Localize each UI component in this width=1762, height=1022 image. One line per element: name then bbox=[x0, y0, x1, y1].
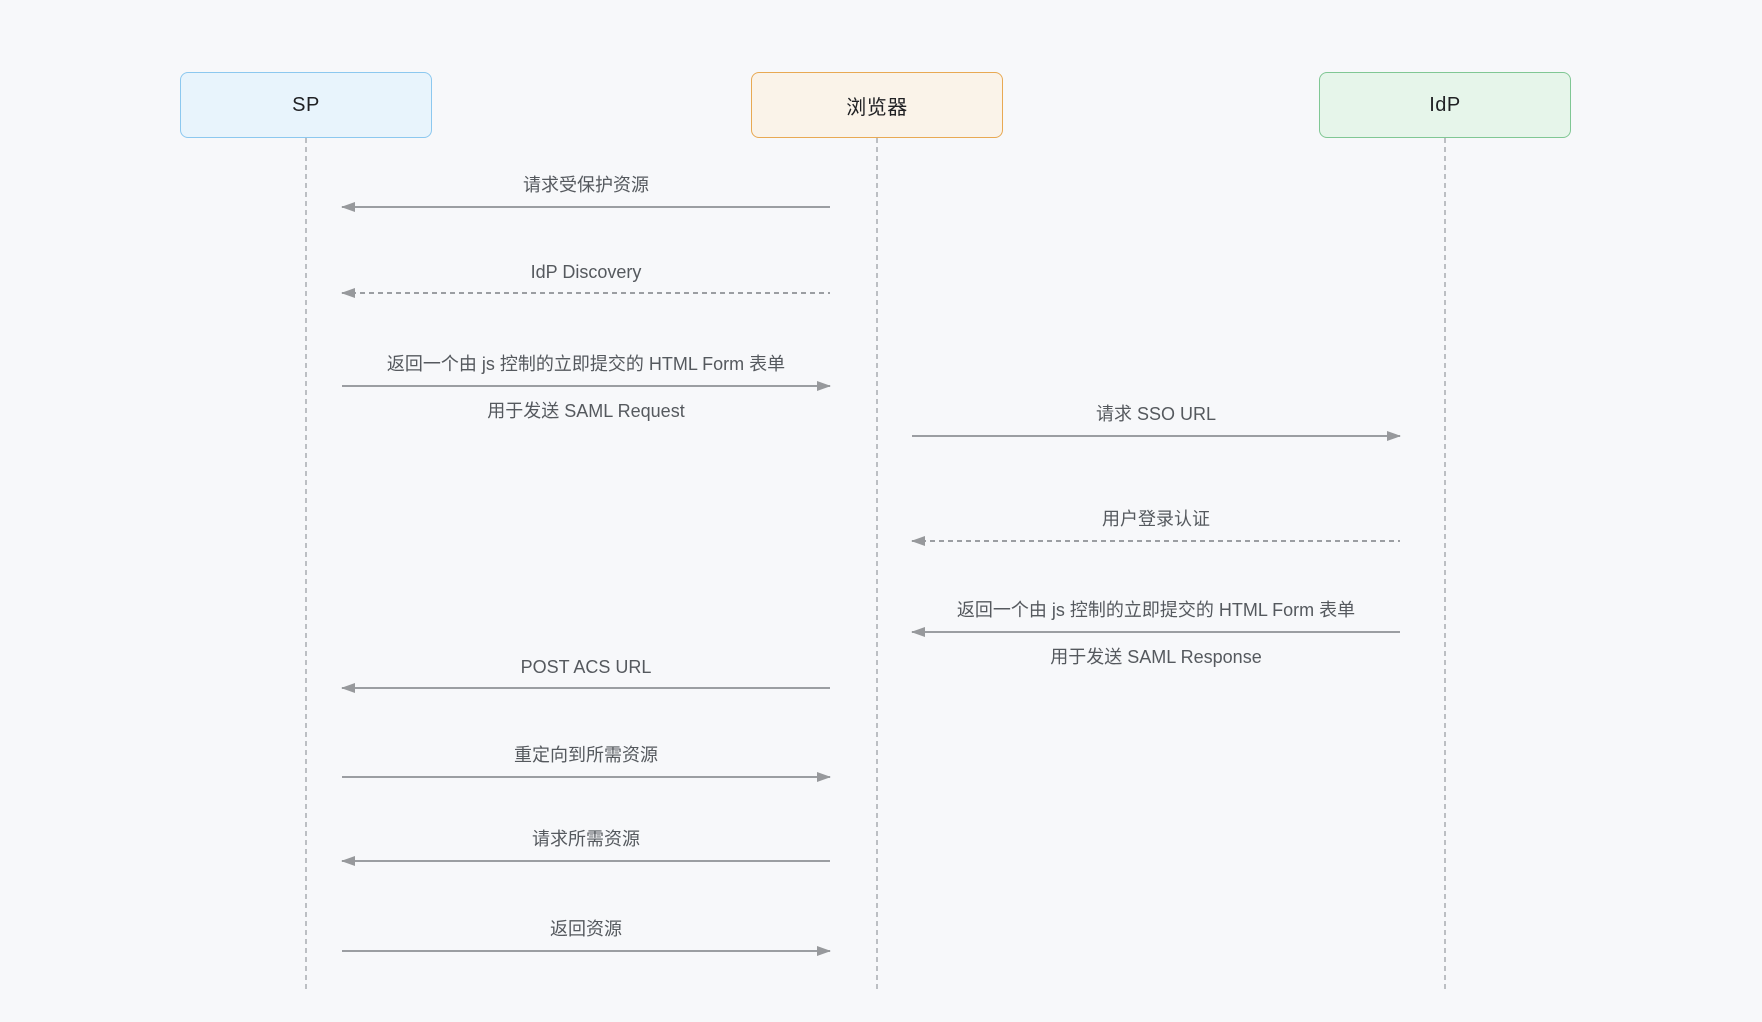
arrowhead-left-icon bbox=[911, 627, 925, 637]
message-line bbox=[342, 385, 830, 387]
lifeline-idp bbox=[1444, 138, 1446, 993]
message-line bbox=[912, 435, 1400, 437]
message-label: 返回一个由 js 控制的立即提交的 HTML Form 表单 bbox=[386, 354, 786, 374]
message-label: 返回一个由 js 控制的立即提交的 HTML Form 表单 bbox=[956, 600, 1356, 620]
arrowhead-left-icon bbox=[341, 288, 355, 298]
arrowhead-right-icon bbox=[1387, 431, 1401, 441]
message-line bbox=[912, 540, 1400, 542]
message-label: 请求所需资源 bbox=[532, 829, 640, 849]
arrowhead-left-icon bbox=[341, 856, 355, 866]
actor-box-idp: IdP bbox=[1319, 72, 1571, 138]
actor-box-browser: 浏览器 bbox=[751, 72, 1003, 138]
arrowhead-left-icon bbox=[911, 536, 925, 546]
message-label: 返回资源 bbox=[550, 919, 622, 939]
message-line bbox=[912, 631, 1400, 633]
message-line bbox=[342, 776, 830, 778]
message-label: POST ACS URL bbox=[520, 657, 652, 677]
message-label: 用户登录认证 bbox=[1102, 509, 1210, 529]
lifeline-sp bbox=[305, 138, 307, 993]
arrowhead-right-icon bbox=[817, 946, 831, 956]
message-line bbox=[342, 860, 830, 862]
message-label: 请求 SSO URL bbox=[1095, 404, 1217, 424]
lifeline-browser bbox=[876, 138, 878, 993]
message-label: 请求受保护资源 bbox=[523, 175, 649, 195]
arrowhead-right-icon bbox=[817, 381, 831, 391]
message-label: 重定向到所需资源 bbox=[514, 745, 658, 765]
message-label: IdP Discovery bbox=[530, 262, 642, 282]
message-sublabel: 用于发送 SAML Request bbox=[487, 401, 685, 421]
arrowhead-right-icon bbox=[817, 772, 831, 782]
actor-label-sp: SP bbox=[292, 93, 320, 116]
message-line bbox=[342, 292, 830, 294]
message-line bbox=[342, 687, 830, 689]
actor-label-idp: IdP bbox=[1429, 93, 1461, 116]
arrowhead-left-icon bbox=[341, 202, 355, 212]
actor-label-browser: 浏览器 bbox=[846, 96, 908, 119]
message-line bbox=[342, 206, 830, 208]
arrowhead-left-icon bbox=[341, 683, 355, 693]
actor-box-sp: SP bbox=[180, 72, 432, 138]
message-line bbox=[342, 950, 830, 952]
message-sublabel: 用于发送 SAML Response bbox=[1050, 647, 1262, 667]
